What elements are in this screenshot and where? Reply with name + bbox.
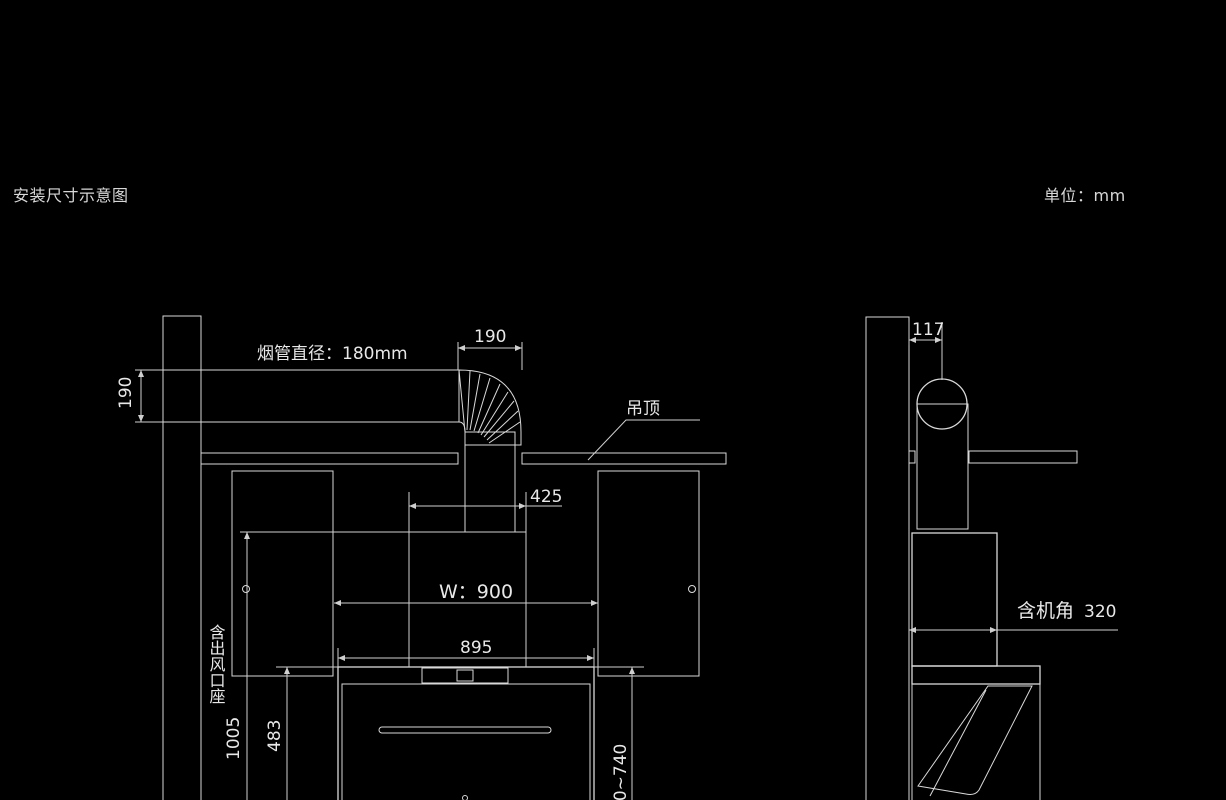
dim-height-1005: 1005	[224, 532, 250, 800]
duct-elbow	[458, 369, 522, 446]
dim-top-190: 190	[457, 327, 523, 370]
svg-text:425: 425	[530, 487, 562, 507]
dim-height-483: 483	[265, 666, 338, 800]
ceiling-slab-right	[521, 452, 727, 465]
side-brick-wall	[865, 316, 910, 800]
svg-text:W：900: W：900	[439, 581, 513, 603]
svg-text:含机角: 含机角	[1017, 600, 1074, 622]
svg-text:1005: 1005	[224, 717, 244, 760]
side-view: 117 含机角 320	[865, 316, 1118, 800]
dim-left-190: 190	[116, 369, 163, 423]
range-hood-front	[337, 666, 595, 800]
svg-text:190: 190	[474, 327, 506, 347]
vertical-outlet-label: 含出风口座	[207, 624, 226, 704]
dim-body-895: 895	[337, 638, 595, 667]
dim-width-900: W：900	[334, 581, 598, 606]
range-hood-side	[911, 532, 1041, 800]
svg-text:90~740: 90~740	[611, 744, 631, 800]
side-ceiling-stub	[908, 450, 916, 464]
vertical-duct	[464, 431, 516, 533]
dim-side-117: 117	[908, 320, 944, 380]
duct-diameter-label: 烟管直径：180mm	[257, 344, 408, 364]
left-cabinet	[231, 470, 334, 677]
left-cabinet-knob	[242, 585, 250, 593]
side-vertical-duct	[916, 403, 969, 530]
ceiling-label: 吊顶	[626, 399, 660, 419]
right-cabinet	[597, 470, 700, 677]
horizontal-duct	[162, 369, 460, 423]
diagram-title: 安装尺寸示意图	[13, 186, 129, 205]
front-view: 吊顶 190 烟管直径：180mm	[116, 315, 727, 800]
ceiling-slab-left	[200, 452, 459, 465]
side-ceiling-slab	[968, 450, 1078, 464]
front-brick-wall	[162, 315, 202, 800]
unit-label: 单位：mm	[1044, 186, 1126, 205]
dim-side-depth-320: 含机角 320	[909, 600, 1118, 633]
dim-duct-offset-425: 425	[408, 487, 562, 667]
svg-text:含出风口座: 含出风口座	[207, 624, 226, 704]
svg-text:895: 895	[460, 638, 492, 658]
right-cabinet-knob	[688, 585, 696, 593]
ceiling-leader	[587, 419, 700, 461]
svg-text:320: 320	[1084, 602, 1116, 622]
svg-text:190: 190	[116, 377, 136, 409]
svg-text:117: 117	[912, 320, 944, 340]
svg-text:483: 483	[265, 720, 285, 752]
dim-height-range: 90~740	[594, 666, 644, 800]
